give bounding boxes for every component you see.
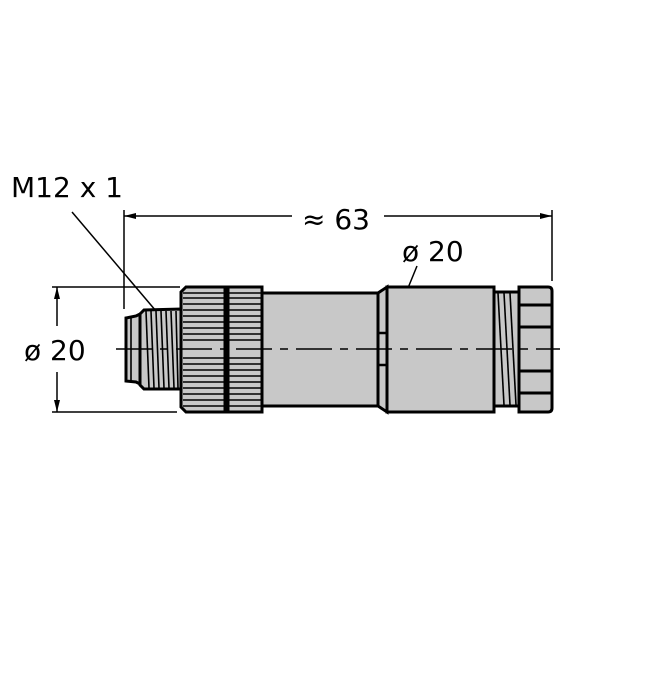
body-diameter-label: ø 20 [402, 235, 464, 268]
left-diameter-dimension: ø 20 [24, 286, 180, 413]
hex-nut [517, 285, 554, 414]
overall-length-label: ≈ 63 [302, 203, 370, 236]
thread-label: M12 x 1 [11, 171, 123, 204]
body-diameter-leader [407, 265, 418, 289]
thread-callout: M12 x 1 [11, 171, 157, 312]
left-diameter-label: ø 20 [24, 334, 86, 367]
male-thread-nose [124, 307, 183, 391]
thread-leader-line [71, 211, 157, 312]
overall-length-dimension: ≈ 63 [123, 203, 553, 309]
body-diameter-callout: ø 20 [402, 235, 464, 289]
